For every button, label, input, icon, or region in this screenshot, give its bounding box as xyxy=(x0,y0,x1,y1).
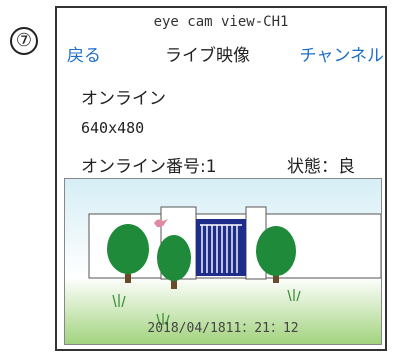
online-number-text: オンライン番号:1 xyxy=(81,157,217,177)
page-title: ライブ映像 xyxy=(165,46,250,66)
navigation-bar: 戻る ライブ映像 チャンネル xyxy=(57,38,385,66)
connection-state-text: 状態：良 xyxy=(287,157,355,177)
connection-info-row: オンライン番号:1 状態：良 xyxy=(81,152,381,177)
online-status-text: オンライン xyxy=(81,89,166,109)
back-button[interactable]: 戻る xyxy=(67,46,101,66)
live-camera-view[interactable]: 2018/04/1811：21：12 xyxy=(64,178,382,345)
camera-timestamp: 2018/04/1811：21：12 xyxy=(147,321,299,336)
window-title: eye cam view-CH1 xyxy=(153,14,289,30)
app-screen: eye cam view-CH1 戻る ライブ映像 チャンネル オンライン 64… xyxy=(55,6,387,351)
resolution-text: 640x480 xyxy=(81,119,145,137)
step-number-marker: ⑦ xyxy=(10,27,38,55)
camera-scene-image xyxy=(65,179,381,344)
channel-button[interactable]: チャンネル xyxy=(299,46,385,66)
